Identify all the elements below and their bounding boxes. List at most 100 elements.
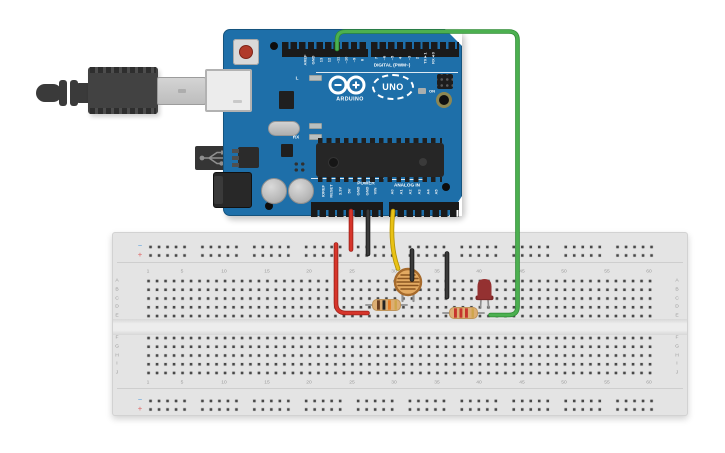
- usb-plug-body[interactable]: [88, 67, 239, 170]
- pin-label-6: ~6: [381, 55, 387, 60]
- power-jack: [213, 172, 252, 208]
- reset-button[interactable]: [239, 45, 253, 59]
- pin-label-A0: A0: [390, 188, 395, 195]
- pin-label-A1: A1: [398, 188, 404, 195]
- crystal-oscillator: [268, 121, 300, 136]
- digital-header-left[interactable]: [282, 42, 368, 57]
- pin-label-5: ~5: [389, 55, 395, 60]
- pin-label-13: 13: [318, 57, 324, 62]
- breadboard[interactable]: [112, 232, 688, 416]
- model-badge: UNO: [372, 74, 414, 100]
- bb-col-number: 25: [348, 267, 355, 274]
- bb-col-number: 55: [603, 378, 610, 385]
- bb-row-label: I: [675, 360, 678, 367]
- usb-plug-metal-sleeve: [157, 77, 206, 105]
- bb-row-label: H: [114, 351, 119, 358]
- usb-interface-chip: [279, 91, 294, 109]
- capacitor: [288, 178, 314, 204]
- pin-label-A5: A5: [434, 188, 439, 195]
- breadboard-holes[interactable]: [113, 233, 689, 417]
- pin-label-GND: GND: [364, 186, 369, 195]
- analog-header[interactable]: [389, 202, 459, 217]
- bb-col-number: 1: [146, 378, 149, 385]
- bb-col-number: 35: [433, 378, 440, 385]
- pin-label-4: 4: [398, 56, 403, 59]
- mounting-hole: [270, 42, 278, 50]
- bb-col-number: 50: [561, 267, 567, 274]
- breadboard-center-channel: [113, 319, 687, 335]
- chip-notch: [328, 157, 339, 168]
- bb-col-number: 10: [221, 267, 227, 274]
- bb-col-number: 15: [263, 267, 270, 274]
- pin-label-A2: A2: [407, 188, 413, 195]
- bb-row-label: J: [115, 369, 118, 375]
- pin-label-RX0: RX◄0: [430, 51, 436, 64]
- pin-label-IOREF: IOREF: [320, 184, 325, 197]
- bb-col-number: 45: [518, 378, 525, 385]
- rx-led: [309, 134, 322, 140]
- power-header[interactable]: [311, 202, 383, 217]
- small-chip: [281, 144, 293, 157]
- pin-label-RESET: RESET: [329, 183, 334, 198]
- bb-col-number: 5: [180, 378, 183, 385]
- usb-cable-rib: [70, 80, 78, 106]
- bb-col-number: 60: [646, 378, 652, 385]
- digital-header-label: DIGITAL (PWM~): [373, 62, 411, 68]
- reset-button-housing: [233, 39, 259, 65]
- pin-label-11: ~11: [335, 56, 340, 63]
- on-led: [418, 88, 426, 94]
- brand-label: ARDUINO: [336, 96, 364, 102]
- pin-label-5V: 5V: [346, 188, 352, 193]
- bb-col-number: 25: [348, 378, 355, 385]
- bb-row-label: I: [115, 360, 118, 367]
- chip-pins: [318, 177, 442, 182]
- breadboard-divider: [117, 388, 683, 389]
- builtin-led: [309, 75, 322, 81]
- pin-label-12: 12: [327, 57, 332, 62]
- usb-port: [205, 69, 252, 112]
- usb-cable-rib: [59, 80, 67, 106]
- bb-row-label: B: [114, 285, 119, 292]
- rail-positive-marker: +: [137, 250, 142, 259]
- pin-label-10: ~10: [343, 56, 348, 63]
- chip-dot: [419, 158, 427, 166]
- pin-label-3.3V: 3.3V: [337, 186, 343, 195]
- usb-cable-end: [36, 84, 62, 102]
- on-led-label: ON: [429, 88, 435, 94]
- bb-col-number: 5: [180, 267, 183, 274]
- bb-row-label: B: [674, 285, 679, 292]
- pin-label-GND: GND: [310, 55, 316, 64]
- rail-positive-marker: +: [137, 404, 142, 413]
- pin-label-A4: A4: [425, 188, 430, 195]
- pin-label-9: ~9: [351, 57, 357, 62]
- voltage-regulator: [238, 147, 259, 168]
- bb-col-number: 30: [391, 267, 397, 274]
- voltage-regulator-legs: [232, 149, 239, 168]
- pin-label-GND: GND: [355, 186, 360, 195]
- mounting-hole-ringed: [436, 92, 452, 108]
- pin-label-AREF: AREF: [302, 54, 307, 65]
- bb-col-number: 1: [146, 267, 149, 274]
- bb-row-label: D: [114, 303, 119, 310]
- pin-label-7: 7: [373, 56, 378, 59]
- pin-label-TX1: TX►1: [422, 51, 428, 64]
- pin-label-8: 8: [359, 58, 365, 61]
- bb-col-number: 45: [518, 267, 525, 274]
- pin-label-2: 2: [414, 56, 419, 59]
- bb-col-number: 30: [391, 378, 397, 385]
- bb-row-label: D: [674, 303, 679, 310]
- pin-label-3: ~3: [406, 55, 411, 60]
- bb-row-label: G: [114, 342, 119, 349]
- pin-label-A3: A3: [416, 188, 421, 195]
- bb-col-number: 20: [306, 378, 312, 385]
- model-label: UNO: [382, 82, 404, 92]
- bb-col-number: 20: [306, 267, 312, 274]
- rail-negative-marker: −: [137, 395, 142, 404]
- mounting-hole: [265, 202, 273, 210]
- bb-row-label: E: [674, 312, 679, 318]
- mounting-hole: [442, 183, 450, 191]
- usb-port-detail: [233, 100, 242, 103]
- bb-row-label: A: [114, 277, 119, 283]
- usb-cable-neck: [77, 83, 91, 103]
